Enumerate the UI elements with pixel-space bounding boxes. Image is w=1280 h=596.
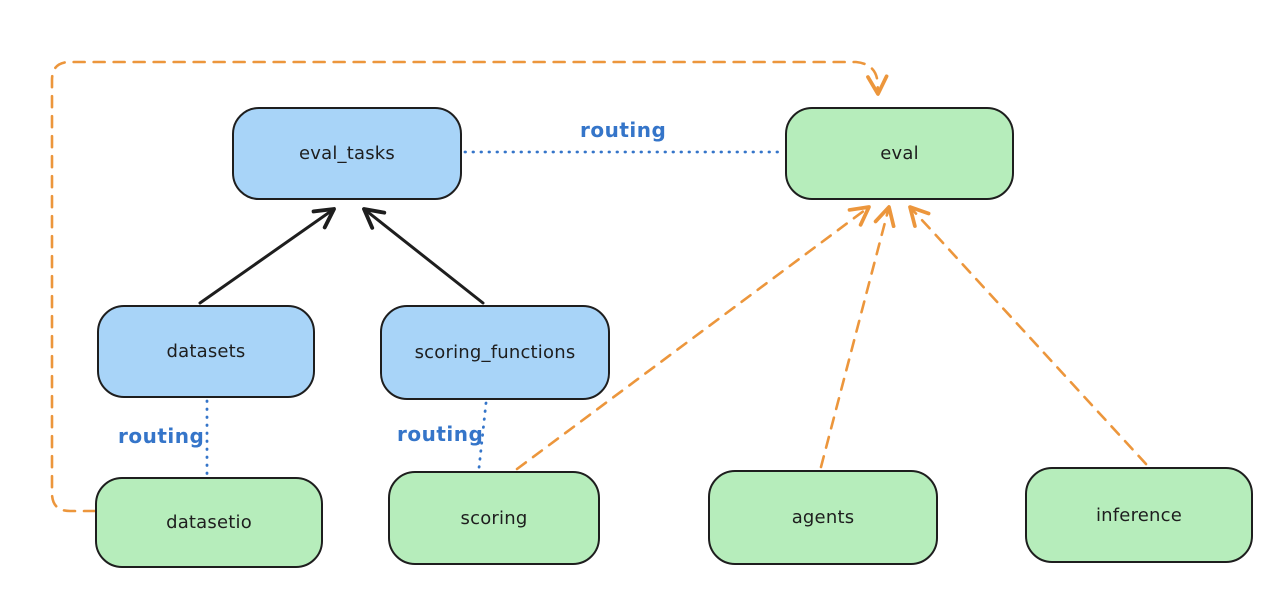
edge-agents-to-eval: [819, 205, 896, 469]
edge-datasets-to-eval-tasks: [198, 207, 336, 305]
node-agents-label: agents: [791, 507, 855, 528]
edge-scoring-functions-to-eval-tasks: [362, 207, 485, 305]
node-scoring-label: scoring: [460, 507, 528, 529]
node-datasets-label: datasets: [166, 341, 246, 362]
node-eval: eval: [785, 107, 1014, 200]
edge-datasetio-to-eval: [50, 60, 889, 513]
node-inference: inference: [1025, 467, 1253, 563]
edge-inference-to-eval: [908, 205, 1148, 466]
node-datasets: datasets: [97, 305, 315, 398]
routing-label-eval-tasks-eval: routing: [580, 118, 667, 142]
node-scoring-functions-label: scoring_functions: [414, 342, 576, 363]
node-datasetio-label: datasetio: [166, 512, 252, 533]
node-eval-tasks: eval_tasks: [232, 107, 462, 200]
routing-label-datasets-datasetio: routing: [118, 424, 205, 448]
routing-label-scoring-functions-scoring: routing: [397, 422, 484, 446]
node-inference-label: inference: [1095, 504, 1183, 526]
node-eval-tasks-label: eval_tasks: [298, 143, 396, 164]
node-scoring: scoring: [388, 471, 600, 565]
node-scoring-functions: scoring_functions: [380, 305, 610, 400]
node-eval-label: eval: [880, 143, 919, 164]
edge-scoring-to-eval: [515, 205, 871, 471]
node-datasetio: datasetio: [95, 477, 323, 568]
node-agents: agents: [708, 470, 938, 565]
edge-scoring-functions-to-scoring-routing: [477, 401, 488, 470]
